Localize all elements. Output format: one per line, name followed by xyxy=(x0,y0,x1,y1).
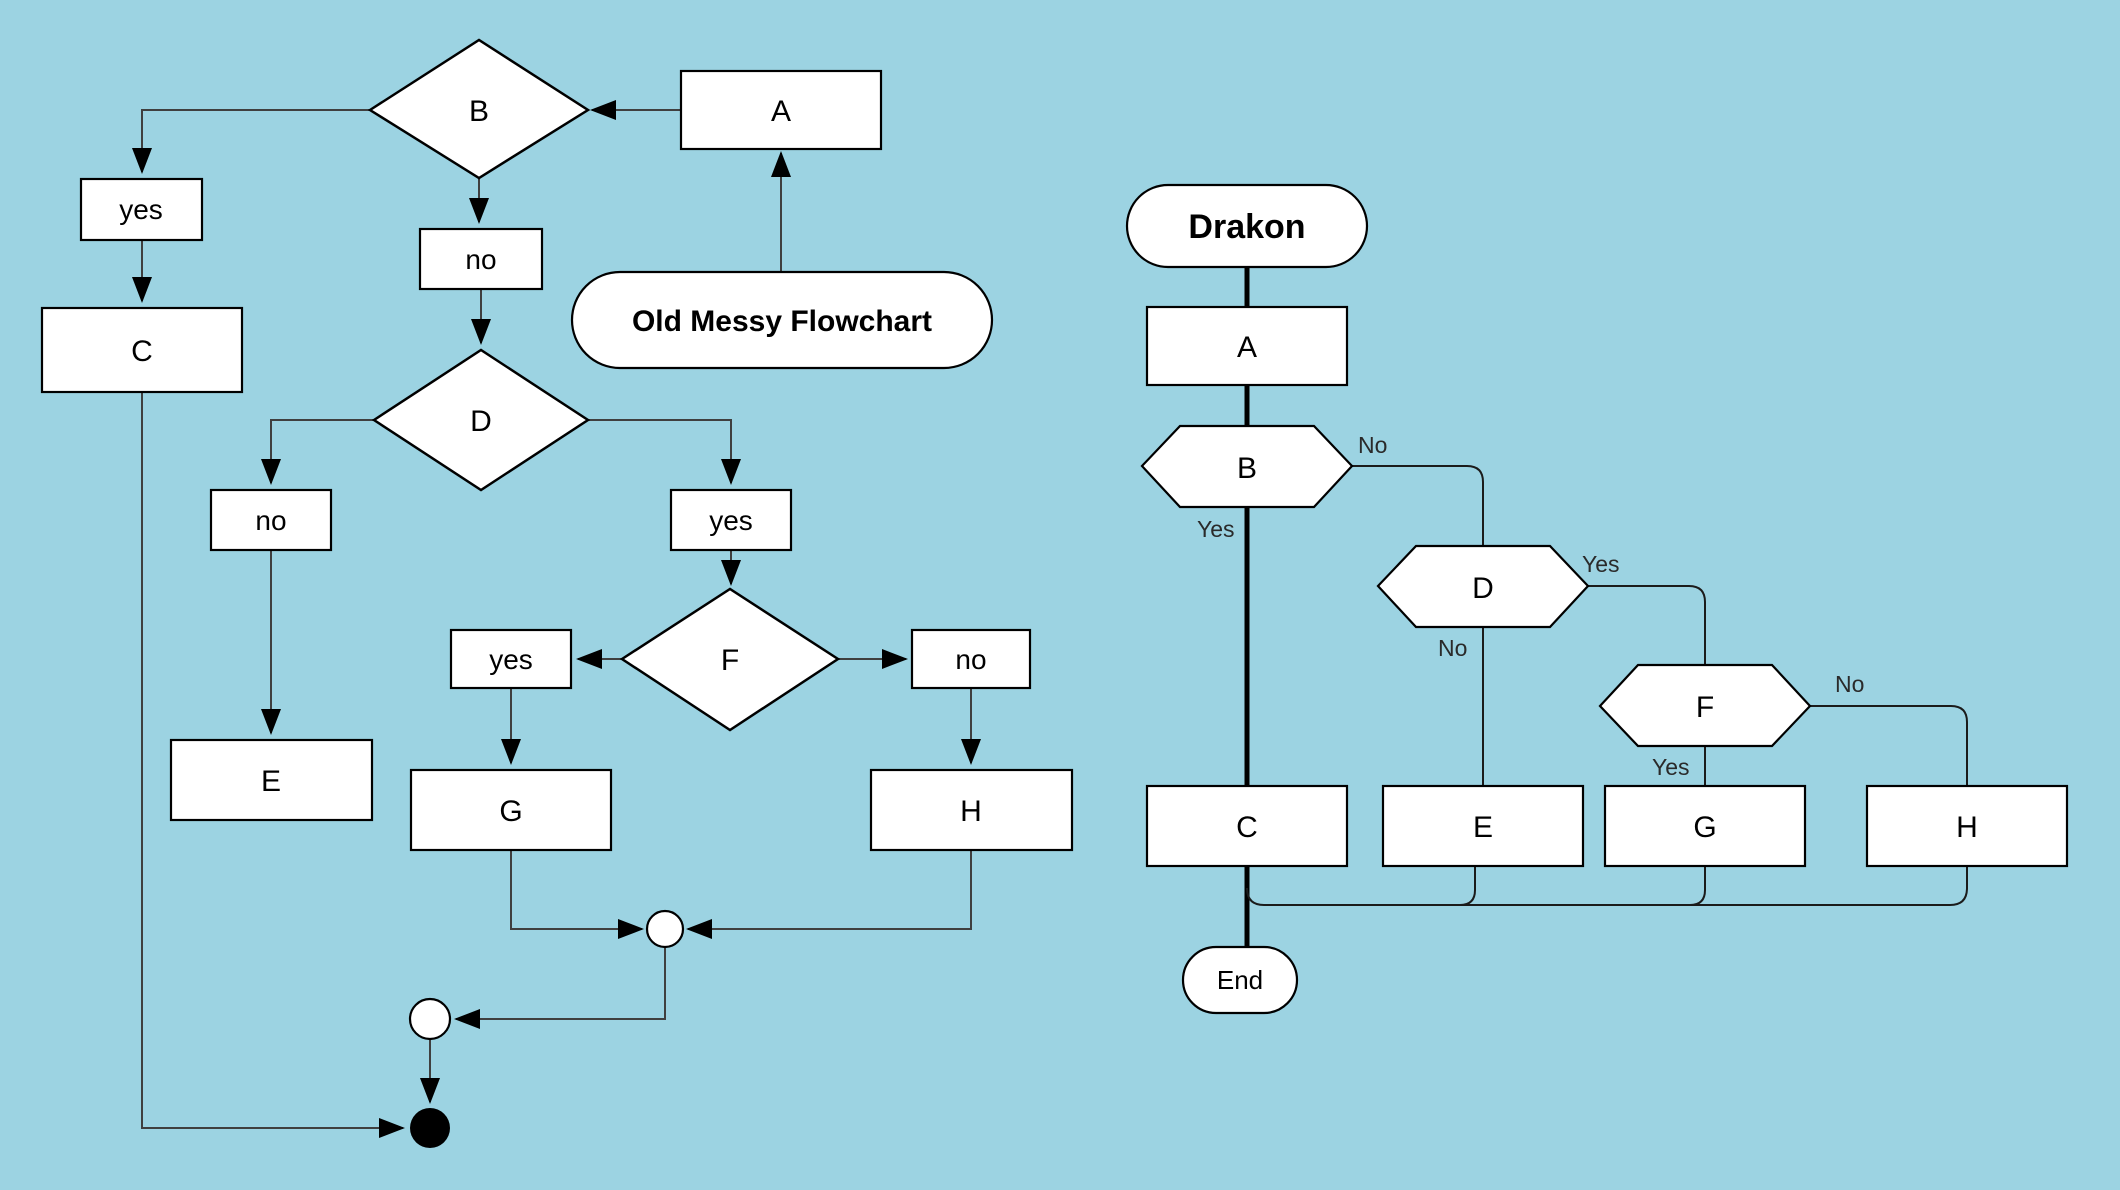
merge-connector-1 xyxy=(645,909,685,949)
messy-node-a: A xyxy=(679,69,883,151)
svg-text:A: A xyxy=(1237,331,1257,364)
messy-label-f-no: no xyxy=(910,628,1032,690)
messy-node-e: E xyxy=(169,738,374,822)
drakon-action-h: H xyxy=(1865,784,2069,868)
drakon-action-g: G xyxy=(1603,784,1807,868)
svg-text:no: no xyxy=(465,244,496,275)
messy-label-d-yes: yes xyxy=(669,488,793,552)
drakon-label-d-no: No xyxy=(1438,635,1467,661)
svg-text:G: G xyxy=(499,795,522,828)
messy-connector-b-yes xyxy=(132,109,370,174)
svg-text:H: H xyxy=(960,795,982,828)
drakon-question-b: B xyxy=(1140,424,1354,509)
messy-label-f-yes: yes xyxy=(449,628,573,690)
svg-text:End: End xyxy=(1217,965,1263,995)
messy-connector-d-yes xyxy=(588,419,741,485)
messy-connector-d-no xyxy=(261,419,374,485)
drakon-branch-f-no xyxy=(1810,705,1968,785)
messy-flowchart: A B yes C no D no yes xyxy=(40,38,1074,1148)
end-dot xyxy=(410,1108,450,1148)
drakon-branch-b-no xyxy=(1352,465,1484,546)
drakon-action-c: C xyxy=(1145,784,1349,868)
messy-node-g: G xyxy=(409,768,613,852)
svg-text:H: H xyxy=(1956,811,1978,844)
messy-connector-g-merge1 xyxy=(510,850,644,939)
messy-node-h: H xyxy=(869,768,1074,852)
svg-text:yes: yes xyxy=(119,194,163,225)
messy-title: Old Messy Flowchart xyxy=(570,270,994,370)
svg-text:A: A xyxy=(771,95,791,128)
messy-label-b-no: no xyxy=(418,227,544,291)
drakon-branch-d-yes xyxy=(1588,585,1706,665)
svg-text:G: G xyxy=(1693,811,1716,844)
messy-connector-h-merge1 xyxy=(686,850,972,939)
drakon-question-f: F xyxy=(1598,663,1812,748)
drakon-chart: Drakon A B D F C E G xyxy=(1125,183,2069,1015)
svg-text:no: no xyxy=(255,505,286,536)
drakon-return-e xyxy=(1459,866,1476,906)
svg-text:D: D xyxy=(1472,572,1494,605)
svg-text:C: C xyxy=(1236,811,1258,844)
svg-text:B: B xyxy=(469,95,489,128)
svg-text:Old Messy Flowchart: Old Messy Flowchart xyxy=(632,305,932,338)
svg-text:no: no xyxy=(955,644,986,675)
svg-text:D: D xyxy=(470,405,492,438)
svg-text:F: F xyxy=(721,644,739,677)
svg-text:yes: yes xyxy=(709,505,753,536)
drakon-action-a: A xyxy=(1145,305,1349,387)
messy-node-c: C xyxy=(40,306,244,394)
drakon-question-d: D xyxy=(1376,544,1590,629)
drakon-label-f-yes: Yes xyxy=(1652,754,1690,780)
svg-text:B: B xyxy=(1237,452,1257,485)
messy-label-b-yes: yes xyxy=(79,177,204,242)
drakon-label-b-yes: Yes xyxy=(1197,516,1235,542)
svg-text:C: C xyxy=(131,335,153,368)
messy-decision-b: B xyxy=(367,38,591,180)
drakon-end: End xyxy=(1181,945,1299,1015)
messy-connector-c-end xyxy=(141,392,405,1138)
svg-text:yes: yes xyxy=(489,644,533,675)
drakon-action-e: E xyxy=(1381,784,1585,868)
drakon-label-f-no: No xyxy=(1835,671,1864,697)
merge-connector-2 xyxy=(408,997,452,1041)
svg-text:F: F xyxy=(1696,691,1714,724)
svg-text:Drakon: Drakon xyxy=(1188,208,1305,246)
messy-connector-merge1-merge2 xyxy=(454,947,666,1029)
drakon-return-g xyxy=(1689,866,1706,906)
messy-decision-f: F xyxy=(619,587,841,732)
drakon-label-b-no: No xyxy=(1358,432,1387,458)
svg-text:E: E xyxy=(261,765,281,798)
messy-decision-d: D xyxy=(371,348,591,492)
drakon-label-d-yes: Yes xyxy=(1582,551,1620,577)
drakon-collector xyxy=(1246,866,1968,906)
drakon-start: Drakon xyxy=(1125,183,1369,269)
messy-label-d-no: no xyxy=(209,488,333,552)
svg-text:E: E xyxy=(1473,811,1493,844)
